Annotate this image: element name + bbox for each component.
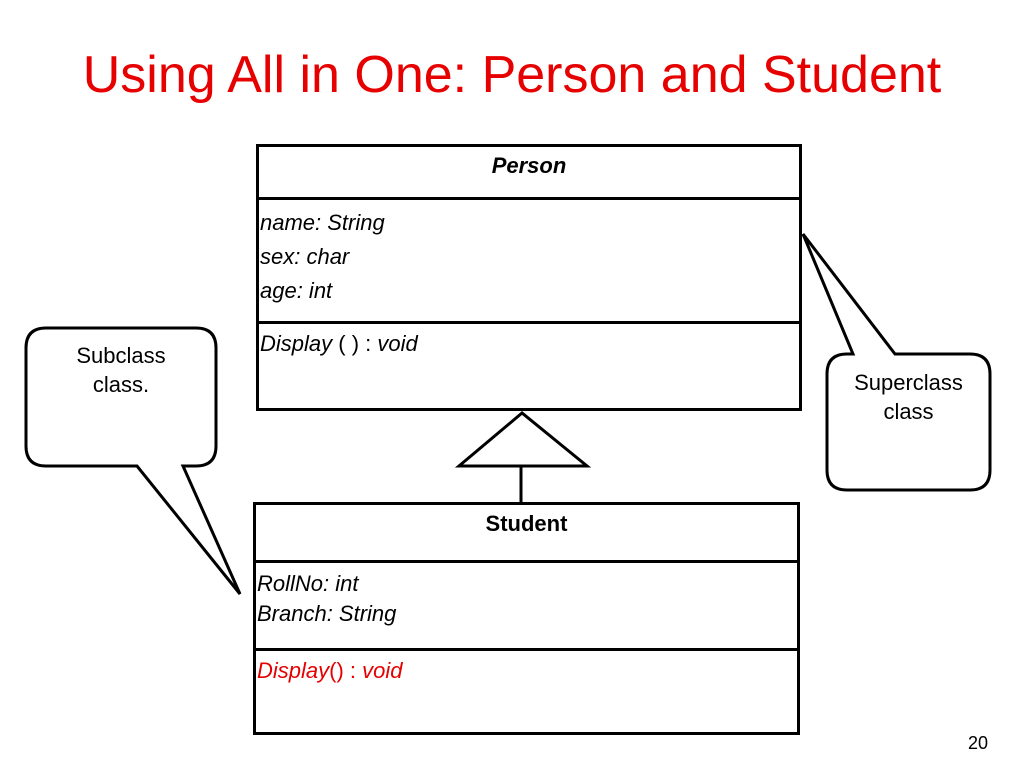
person-class-name: Person xyxy=(259,147,799,200)
person-attribute-name: name: String xyxy=(260,210,385,235)
student-attribute-branch: Branch: String xyxy=(257,601,397,626)
student-operation-display: Display() : void xyxy=(257,658,403,683)
page-number: 20 xyxy=(967,733,988,753)
student-class-box: Student RollNo: int Branch: String Displ… xyxy=(253,502,800,735)
person-attribute-sex: sex: char xyxy=(260,244,350,269)
superclass-callout-text: Superclass class xyxy=(854,370,963,424)
person-attribute-age: age: int xyxy=(260,278,333,303)
inheritance-arrowhead xyxy=(454,411,592,468)
subclass-callout-text: Subclass class. xyxy=(76,343,166,397)
superclass-callout-bubble xyxy=(801,233,992,492)
subclass-callout-bubble xyxy=(24,326,242,595)
student-attributes: RollNo: int Branch: String xyxy=(256,563,797,651)
slide-title: Using All in One: Person and Student xyxy=(82,46,942,104)
person-attributes: name: String sex: char age: int xyxy=(259,200,799,324)
person-operation-display: Display ( ) : void xyxy=(260,331,418,356)
person-class-box: Person name: String sex: char age: int D… xyxy=(256,144,802,411)
student-attribute-rollno: RollNo: int xyxy=(257,571,359,596)
student-operations: Display() : void xyxy=(256,651,797,685)
person-operations: Display ( ) : void xyxy=(259,324,799,358)
student-class-name: Student xyxy=(256,505,797,563)
